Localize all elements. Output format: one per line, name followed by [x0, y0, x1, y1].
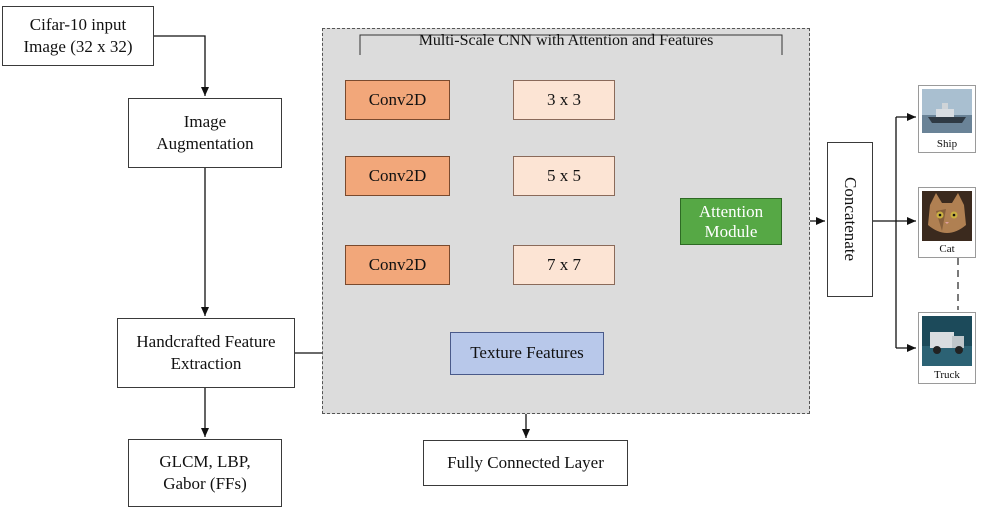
truck-image: [922, 316, 972, 366]
ship-image: [922, 89, 972, 133]
conv2d-3x3-box: Conv2D: [345, 80, 450, 120]
image-augmentation-box: Image Augmentation: [128, 98, 282, 168]
output-cat: Cat: [918, 187, 976, 258]
ship-label: Ship: [936, 138, 958, 150]
output-bus: [873, 117, 897, 348]
cat-label: Cat: [939, 243, 955, 255]
glcm-lbp-gabor-box: GLCM, LBP, Gabor (FFs): [128, 439, 282, 507]
arrow-input-to-augmentation: [154, 35, 209, 96]
conv2d-5x5-box: Conv2D: [345, 156, 450, 196]
kernel-3x3-box: 3 x 3: [513, 80, 615, 120]
kernel-5x5-box: 5 x 5: [513, 156, 615, 196]
texture-features-box: Texture Features: [450, 332, 604, 375]
output-truck: Truck: [918, 312, 976, 384]
input-image-box: Cifar-10 input Image (32 x 32): [2, 6, 154, 66]
multi-scale-title: Multi-Scale CNN with Attention and Featu…: [418, 32, 714, 49]
conv2d-7x7-box: Conv2D: [345, 245, 450, 285]
concatenate-label: Concatenate: [841, 177, 861, 262]
handcrafted-feature-extraction-box: Handcrafted Feature Extraction: [117, 318, 295, 388]
cat-image: [922, 191, 972, 241]
concatenate-box: Concatenate: [827, 142, 873, 297]
output-ship: Ship: [918, 85, 976, 153]
truck-label: Truck: [934, 369, 960, 381]
fully-connected-layer-box: Fully Connected Layer: [423, 440, 628, 486]
kernel-7x7-box: 7 x 7: [513, 245, 615, 285]
attention-module-box: Attention Module: [680, 198, 782, 245]
